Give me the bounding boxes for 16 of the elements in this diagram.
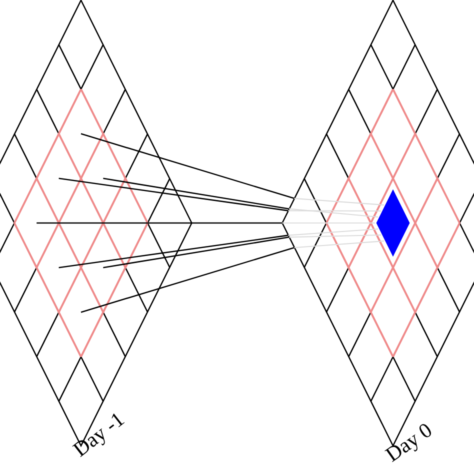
day-label: Day 0	[384, 424, 431, 462]
connector-line	[288, 210, 381, 212]
connector-line	[80, 246, 294, 313]
connector-line	[289, 208, 378, 218]
connector-line	[80, 133, 294, 200]
connector-line	[288, 228, 378, 236]
day-label: Day -1	[72, 414, 125, 458]
connector-line	[36, 222, 282, 224]
connector-line	[294, 198, 384, 206]
connector-line	[294, 240, 384, 248]
connector-line	[289, 234, 382, 238]
connector-line	[282, 222, 375, 224]
connector-line	[58, 178, 288, 212]
connector-line	[103, 236, 290, 268]
connector-line	[103, 178, 290, 210]
connector-line	[58, 234, 288, 268]
